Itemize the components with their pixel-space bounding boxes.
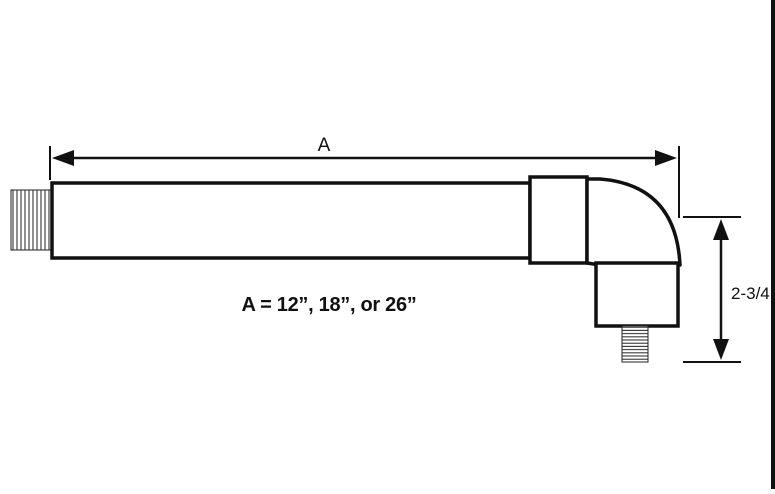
pipe-body (50, 181, 532, 260)
elbow-bend (585, 177, 682, 267)
dimension-a-arrow (52, 150, 677, 166)
elbow-lower-socket (594, 261, 680, 328)
dimension-a-label: A (318, 135, 331, 156)
dimension-height-arrow (713, 219, 729, 360)
elbow-collar (528, 175, 589, 265)
bottom-threaded-stub (621, 325, 649, 363)
dimension-height-label: 2-3/4 (731, 284, 770, 303)
right-edge-border (771, 0, 775, 489)
spec-note: A = 12”, 18”, or 26” (241, 294, 416, 316)
left-threaded-end (10, 189, 53, 251)
